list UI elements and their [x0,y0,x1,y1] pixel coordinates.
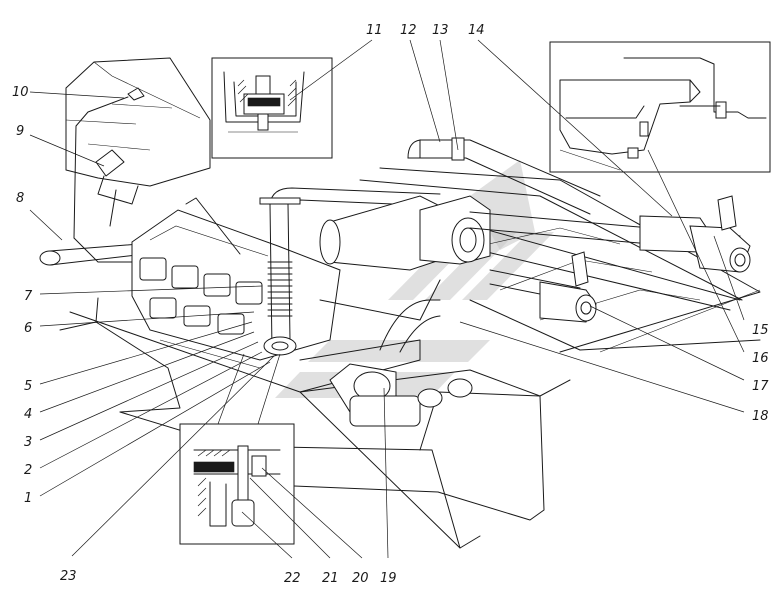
callout-5: 5 [24,379,32,394]
callout-18: 18 [752,409,769,424]
mufflers [319,137,601,271]
inset-detail-20-22 [179,423,295,545]
callout-22: 22 [284,571,301,586]
callout-11: 11 [366,23,383,38]
callout-17: 17 [752,379,769,394]
leader-lines [29,39,745,559]
callout-labels: 1 2 3 4 5 6 7 8 9 10 11 12 13 14 15 16 1… [12,23,769,586]
inset-detail-14-16 [549,41,771,173]
cab-floor [65,57,211,187]
inset-detail-11 [211,57,333,159]
callout-10: 10 [12,85,29,100]
callout-20: 20 [352,571,369,586]
callout-13: 13 [432,23,449,38]
callout-2: 2 [24,463,32,478]
callout-4: 4 [24,407,32,422]
callout-1: 1 [24,491,32,506]
callout-12: 12 [400,23,417,38]
callout-8: 8 [16,191,24,206]
callout-23: 23 [60,569,77,584]
callout-7: 7 [24,289,33,304]
callout-14: 14 [468,23,485,38]
callout-9: 9 [16,124,24,139]
callout-6: 6 [24,321,32,336]
callout-15: 15 [752,323,769,338]
callout-3: 3 [24,435,32,450]
callout-16: 16 [752,351,769,366]
callout-21: 21 [322,571,339,586]
callout-19: 19 [380,571,397,586]
tail-pipes [469,195,751,323]
engine-block [131,197,341,369]
